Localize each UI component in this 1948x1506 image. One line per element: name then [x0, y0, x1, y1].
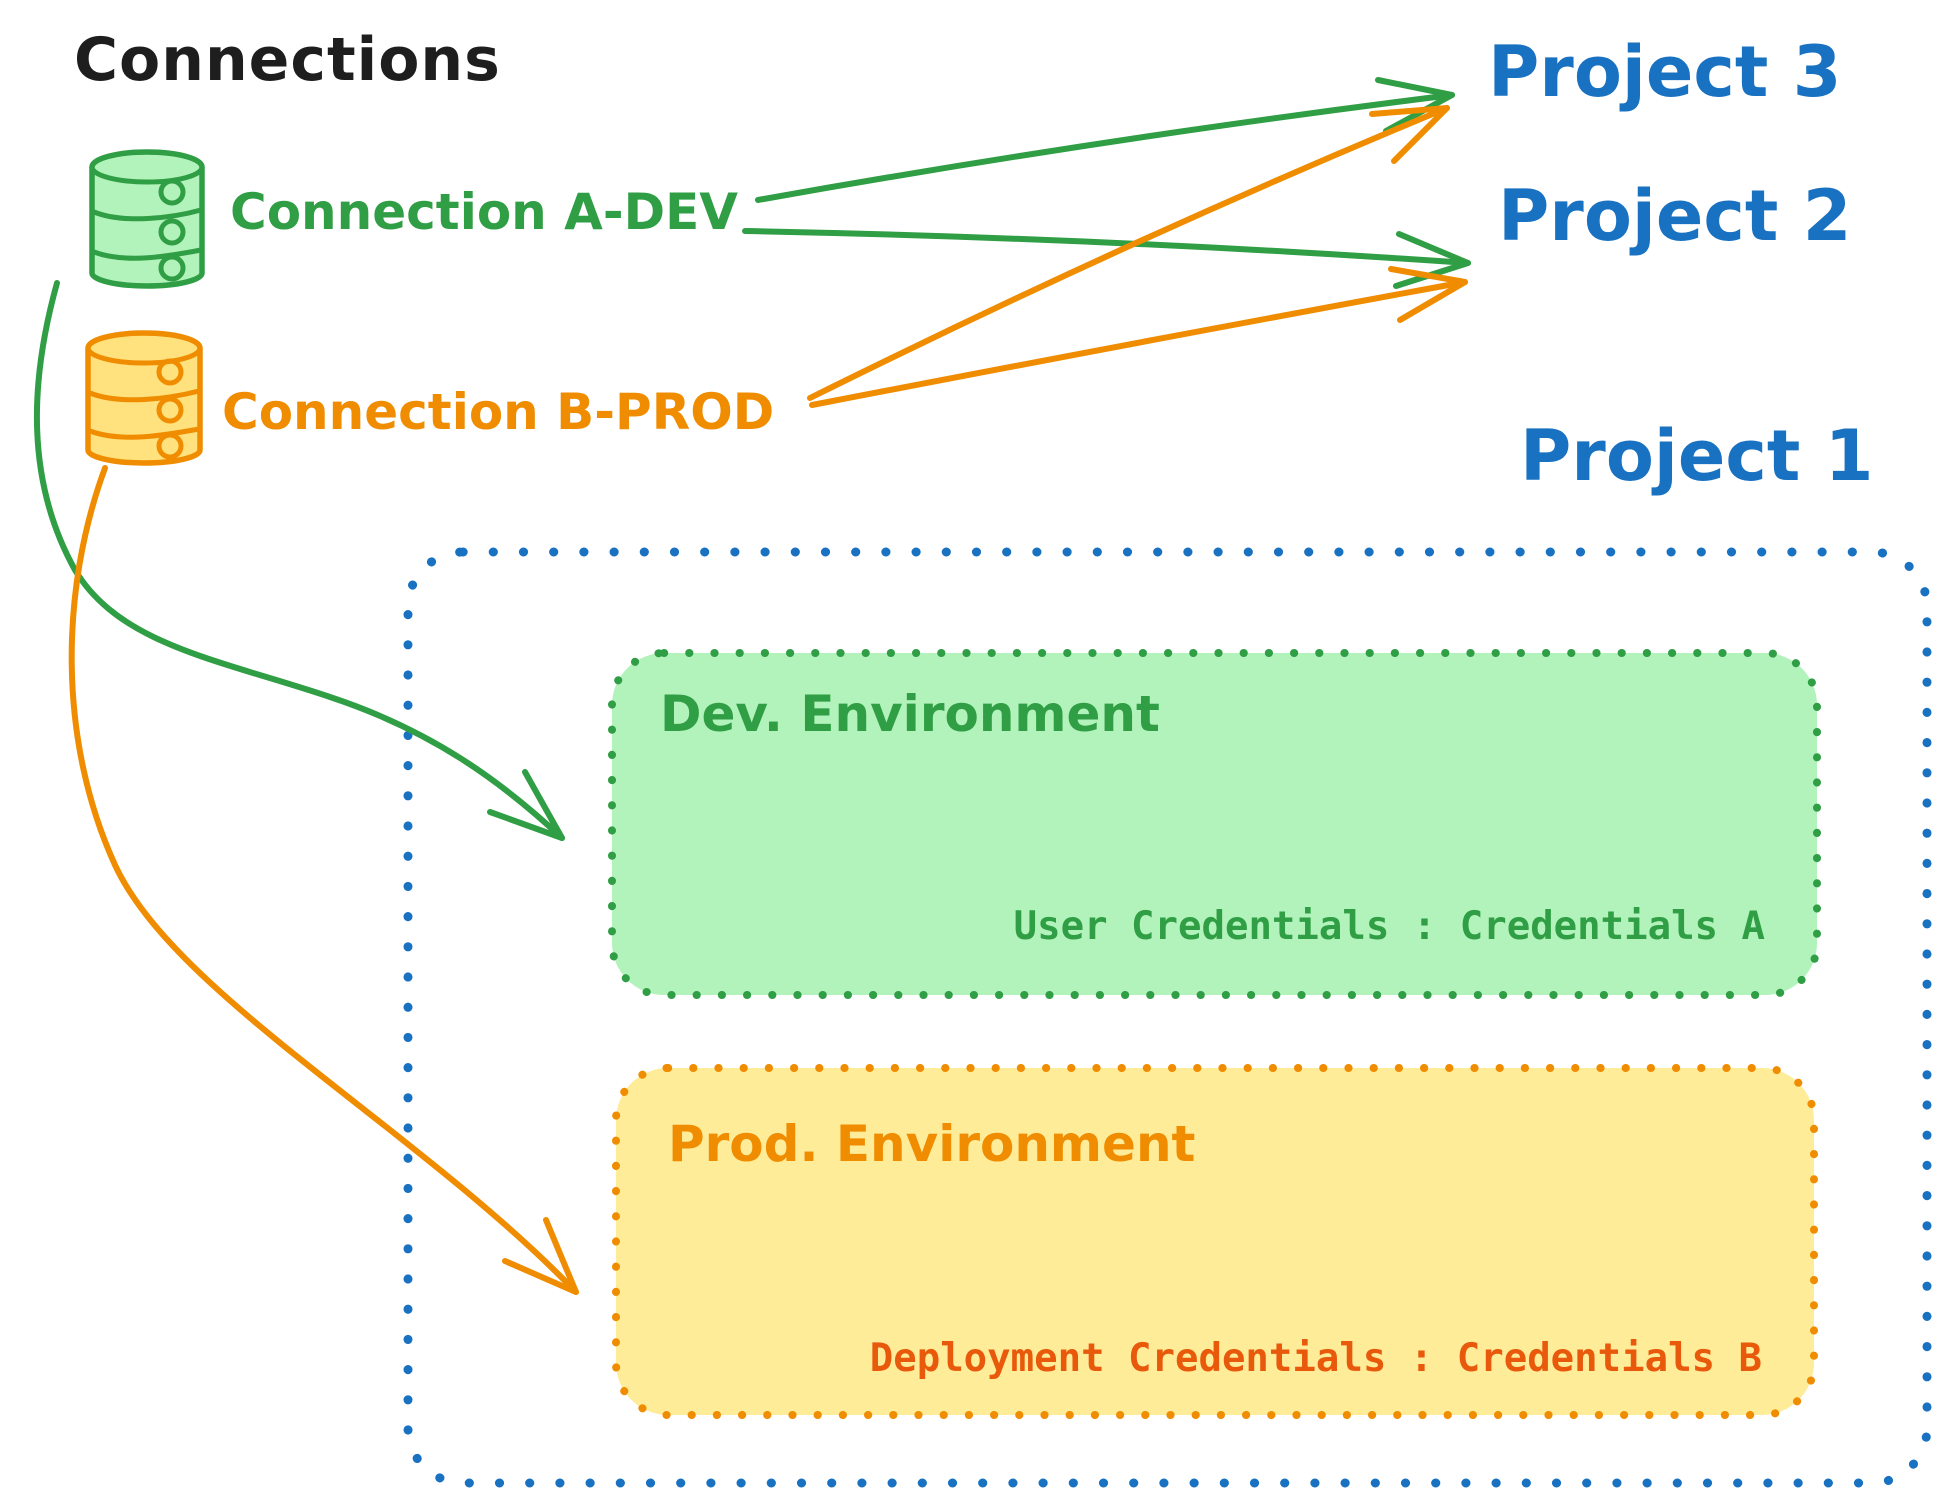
dev-environment-box: [608, 649, 1821, 999]
arrow-b-prod-to-project-2: [809, 266, 1468, 408]
project-1-label: Project 1: [1520, 415, 1874, 497]
prod-environment-credentials: Deployment Credentials : Credentials B: [869, 1336, 1762, 1381]
prod-environment-title: Prod. Environment: [668, 1115, 1196, 1173]
arrow-b-prod-to-prod-environment: [68, 465, 579, 1295]
arrow-b-prod-to-project-3: [807, 105, 1450, 401]
dev-environment-credentials: User Credentials : Credentials A: [1013, 904, 1765, 949]
database-icon-a-dev: [89, 149, 205, 289]
connection-a-dev-label: Connection A-DEV: [230, 183, 738, 241]
project-1-container-box: [403, 547, 1932, 1488]
arrow-a-dev-to-dev-environment: [33, 280, 565, 841]
project-2-label: Project 2: [1498, 175, 1852, 257]
diagram-title: Connections: [74, 25, 501, 95]
project-3-label: Project 3: [1488, 31, 1842, 113]
connection-b-prod-label: Connection B-PROD: [222, 383, 775, 441]
arrow-a-dev-to-project-3: [755, 77, 1455, 203]
database-icon-b-prod: [85, 330, 203, 466]
arrow-a-dev-to-project-2: [742, 228, 1471, 289]
dev-environment-title: Dev. Environment: [660, 685, 1160, 743]
prod-environment-box: [612, 1064, 1818, 1419]
